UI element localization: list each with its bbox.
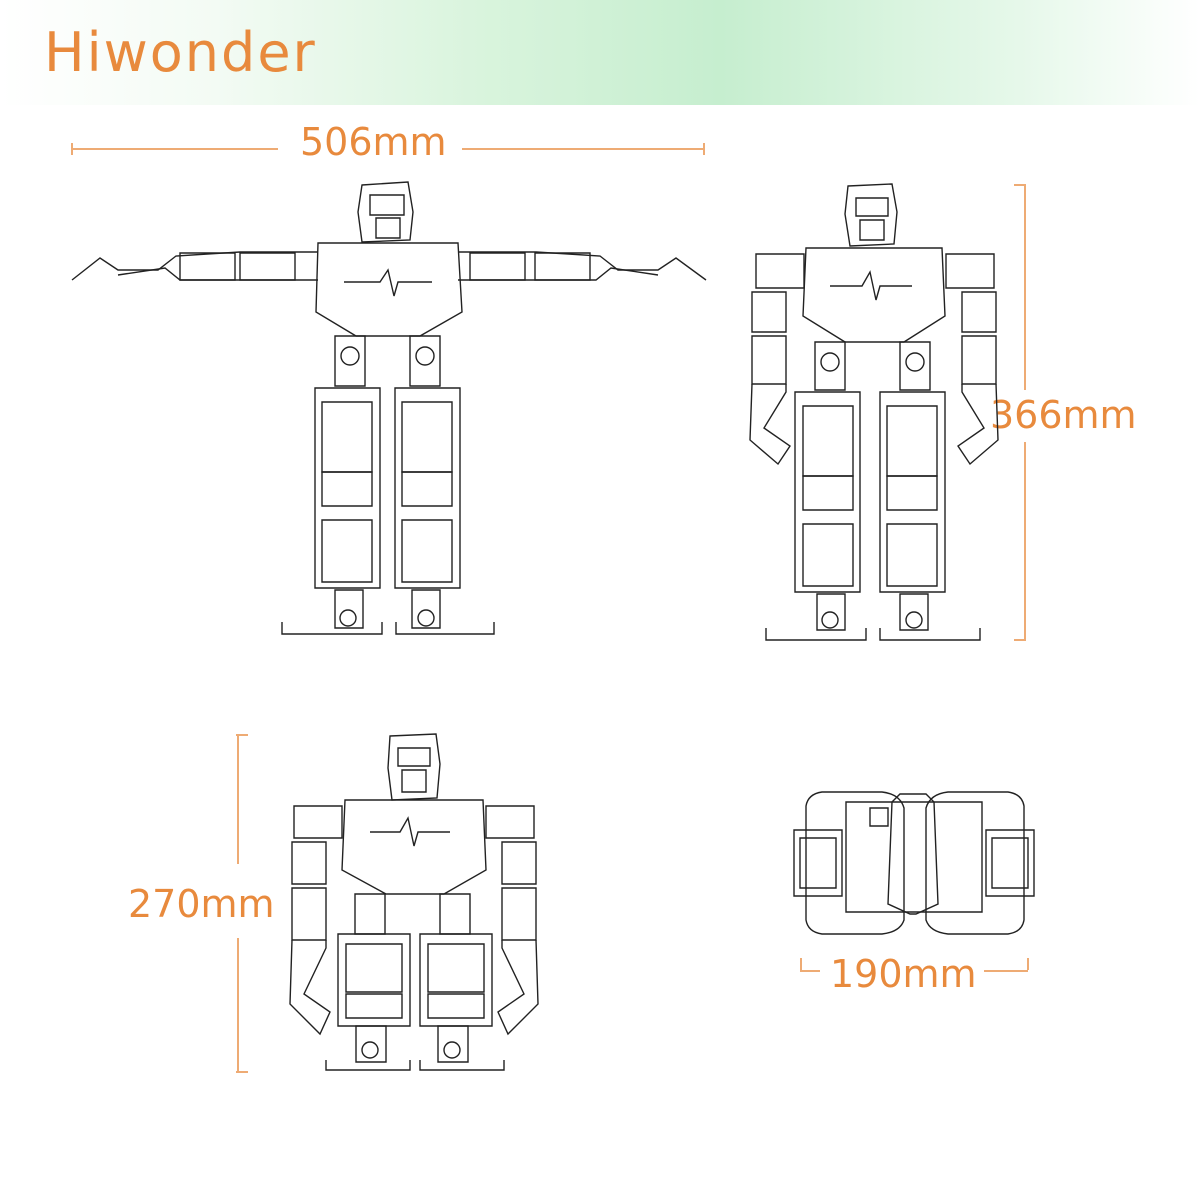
dimension-line-crouched-top bbox=[237, 734, 239, 864]
dimension-tick-depth-right bbox=[1027, 958, 1029, 970]
dimension-tick-crouched-bottom bbox=[236, 1071, 248, 1073]
dimension-tick-crouched-top bbox=[236, 734, 248, 736]
dimension-tick-top bbox=[1014, 184, 1026, 186]
hiwonder-logo: Hiwonder bbox=[44, 20, 317, 86]
dimension-line-height-bottom bbox=[1024, 442, 1026, 640]
dimension-label-crouched-height: 270mm bbox=[128, 882, 275, 926]
dimension-label-height: 366mm bbox=[990, 393, 1137, 437]
dimension-label-depth: 190mm bbox=[830, 952, 977, 996]
dimension-tick-depth-left bbox=[800, 958, 802, 970]
dimension-line-height-top bbox=[1024, 184, 1026, 390]
dimension-line-width-right bbox=[462, 148, 704, 150]
dimension-line-crouched-bottom bbox=[237, 938, 239, 1072]
brand-header bbox=[0, 0, 1200, 105]
dimension-tick-bottom bbox=[1014, 639, 1026, 641]
dimension-line-depth-right bbox=[984, 970, 1028, 972]
dimension-line-depth-left bbox=[800, 970, 820, 972]
dimension-tick-right bbox=[703, 143, 705, 155]
dimension-label-width: 506mm bbox=[300, 120, 447, 164]
logo-text: Hiwonder bbox=[44, 21, 317, 84]
dimension-line-width-left bbox=[72, 148, 278, 150]
